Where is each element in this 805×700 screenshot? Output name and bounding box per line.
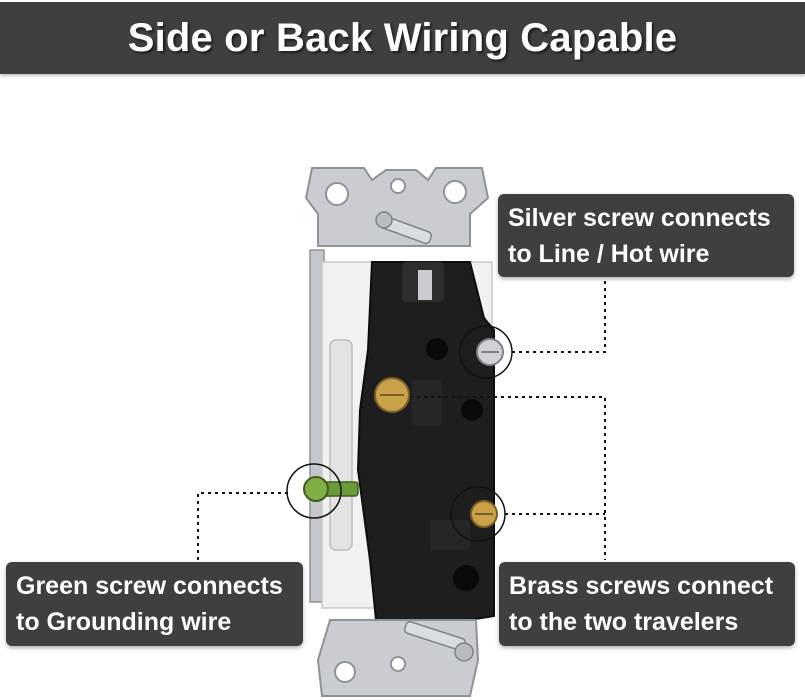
top-mounting-screw — [375, 211, 433, 245]
callout-silver-line2: to Line / Hot wire — [508, 240, 710, 268]
brass-screw-bottom-icon — [450, 486, 506, 542]
callout-brass-line1: Brass screws connect — [509, 572, 774, 600]
callout-green-line2: to Grounding wire — [16, 608, 232, 636]
callout-green-screw: Green screw connects to Grounding wire — [6, 562, 303, 646]
toggle-slot — [329, 339, 353, 551]
callout-silver-screw: Silver screw connects to Line / Hot wire — [498, 194, 794, 277]
silver-leader-line — [512, 278, 606, 353]
title-banner: Side or Back Wiring Capable — [0, 2, 805, 74]
switch-body — [356, 261, 495, 626]
green-leader-line — [197, 492, 288, 562]
callout-brass-screws: Brass screws connect to the two traveler… — [499, 562, 795, 646]
page-title: Side or Back Wiring Capable — [127, 15, 678, 60]
brass-leader-line-top — [410, 396, 606, 560]
leader-lines — [197, 278, 606, 562]
callout-green-line1: Green screw connects — [16, 572, 283, 600]
top-mounting-strap — [304, 167, 490, 247]
green-screw-icon — [286, 463, 359, 519]
bottom-mounting-screw — [403, 621, 474, 662]
bottom-mounting-strap — [316, 619, 480, 697]
callout-brass-line2: to the two travelers — [509, 608, 739, 636]
callout-silver-line1: Silver screw connects — [508, 204, 771, 232]
brass-screw-top-icon — [374, 377, 410, 413]
